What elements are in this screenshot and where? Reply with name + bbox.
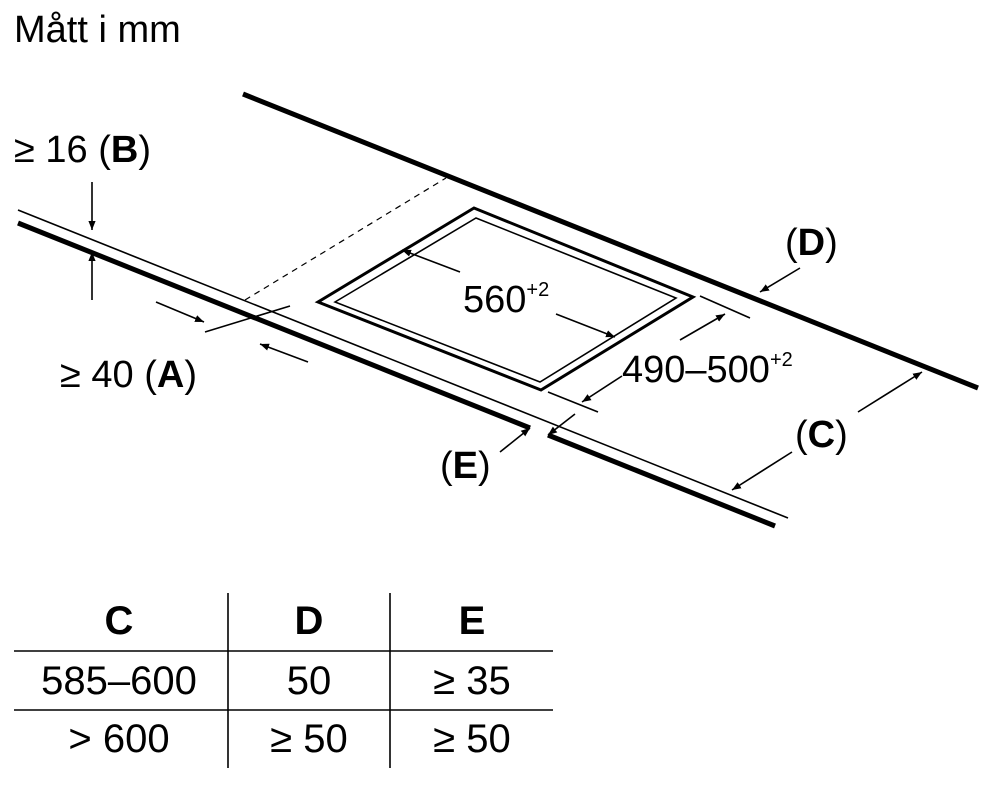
- table-cell: 585–600: [41, 659, 197, 703]
- width-arrow-left: [401, 249, 461, 273]
- depth-ext-bottom: [547, 391, 599, 413]
- table-cell: ≥ 50: [433, 717, 511, 761]
- worktop-front-bottom-edge-right: [547, 432, 776, 529]
- label-a: ≥ 40 (A): [60, 354, 197, 396]
- label-c: (C): [795, 414, 848, 456]
- label-width: 560+2: [463, 279, 549, 321]
- back-wall-edge: [242, 91, 979, 391]
- label-b: ≥ 16 (B): [14, 129, 151, 171]
- c-arrow-bottom: [731, 451, 793, 491]
- label-depth: 490–500+2: [622, 349, 793, 391]
- table-header-d: D: [295, 599, 324, 643]
- table-cell: ≥ 50: [270, 717, 348, 761]
- worktop-front-top-edge: [17, 209, 789, 519]
- depth-arrow-top: [679, 313, 726, 341]
- d-arrow: [759, 267, 801, 293]
- table-cell: 50: [287, 659, 332, 703]
- table-header-e: E: [459, 599, 486, 643]
- width-arrow-right: [555, 313, 616, 338]
- cutout-inner: [333, 217, 678, 383]
- table-cell: ≥ 35: [433, 659, 511, 703]
- table-cell: > 600: [68, 717, 169, 761]
- depth-arrow-bottom: [581, 375, 623, 403]
- depth-ext-top: [699, 295, 751, 319]
- page-title: Mått i mm: [14, 9, 181, 51]
- worktop-front-bottom-edge-left: [17, 220, 531, 431]
- label-d: (D): [785, 222, 838, 264]
- cutout-outer: [314, 206, 697, 392]
- label-e: (E): [440, 445, 491, 487]
- a-arrow-right: [259, 343, 309, 363]
- c-arrow-top: [857, 371, 923, 413]
- a-arrow-left: [155, 301, 205, 323]
- a-ext-line: [204, 305, 291, 333]
- e-arrow-left: [499, 427, 531, 453]
- table-header-c: C: [105, 599, 134, 643]
- e-arrow-right: [547, 413, 576, 436]
- hidden-edge-dashed: [244, 177, 447, 301]
